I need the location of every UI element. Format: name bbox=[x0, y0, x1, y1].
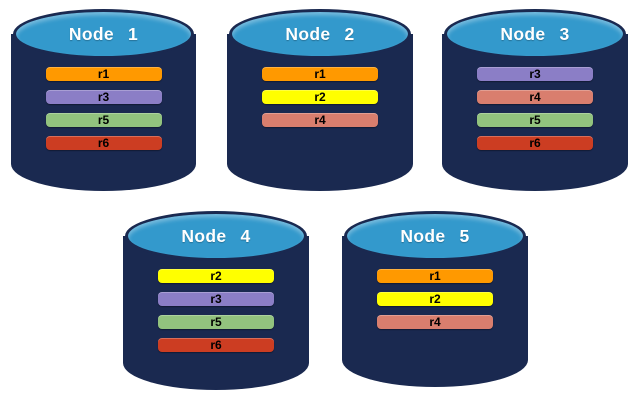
replica-label: r2 bbox=[210, 269, 222, 283]
replica-bar-r1: r1 bbox=[45, 67, 162, 81]
cylinder-body bbox=[227, 34, 413, 191]
database-node-1: Node 1 r1 r3 r5 r6 bbox=[11, 9, 196, 191]
replica-bar-r1: r1 bbox=[377, 269, 493, 283]
cylinder-body bbox=[11, 34, 196, 191]
replica-bar-r6: r6 bbox=[45, 136, 162, 150]
replica-list: r1 r2 r4 bbox=[227, 67, 413, 127]
cylinder-top: Node 2 bbox=[229, 9, 411, 59]
replica-bar-r5: r5 bbox=[158, 315, 274, 329]
replica-label: r6 bbox=[210, 338, 222, 352]
replica-list: r1 r3 r5 r6 bbox=[11, 67, 196, 150]
replica-bar-r4: r4 bbox=[477, 90, 593, 104]
cylinder-top: Node 3 bbox=[444, 9, 626, 59]
replica-bar-r1: r1 bbox=[262, 67, 378, 81]
replica-bar-r6: r6 bbox=[158, 338, 274, 352]
cylinder-body bbox=[442, 34, 628, 191]
replica-list: r1 r2 r4 bbox=[342, 269, 528, 329]
database-node-2: Node 2 r1 r2 r4 bbox=[227, 9, 413, 191]
replica-label: r4 bbox=[429, 315, 441, 329]
replica-list: r2 r3 r5 r6 bbox=[123, 269, 309, 352]
cylinder-top: Node 1 bbox=[13, 9, 194, 59]
replica-label: r1 bbox=[314, 67, 326, 81]
replica-label: r4 bbox=[529, 90, 541, 104]
replica-bar-r6: r6 bbox=[477, 136, 593, 150]
replica-bar-r3: r3 bbox=[158, 292, 274, 306]
cylinder-top: Node 5 bbox=[344, 211, 526, 261]
replica-bar-r5: r5 bbox=[477, 113, 593, 127]
replica-bar-r5: r5 bbox=[45, 113, 162, 127]
database-node-5: Node 5 r1 r2 r4 bbox=[342, 211, 528, 387]
replica-label: r1 bbox=[429, 269, 441, 283]
replica-label: r2 bbox=[314, 90, 326, 104]
replica-label: r5 bbox=[97, 113, 110, 127]
replica-bar-r2: r2 bbox=[377, 292, 493, 306]
replica-label: r3 bbox=[97, 90, 110, 104]
replica-label: r1 bbox=[97, 67, 110, 81]
replica-label: r2 bbox=[429, 292, 441, 306]
replica-label: r3 bbox=[210, 292, 222, 306]
replica-bar-r3: r3 bbox=[477, 67, 593, 81]
node-title: Node 1 bbox=[68, 23, 139, 44]
cylinder-body bbox=[342, 236, 528, 387]
node-title: Node 2 bbox=[285, 23, 355, 44]
replica-bar-r2: r2 bbox=[158, 269, 274, 283]
replica-label: r3 bbox=[529, 67, 541, 81]
node-title: Node 4 bbox=[181, 225, 251, 246]
replica-label: r6 bbox=[97, 136, 110, 150]
database-node-3: Node 3 r3 r4 r5 r6 bbox=[442, 9, 628, 191]
replica-bar-r2: r2 bbox=[262, 90, 378, 104]
database-node-4: Node 4 r2 r3 r5 r6 bbox=[123, 211, 309, 390]
replica-label: r6 bbox=[529, 136, 541, 150]
cylinder-body bbox=[123, 236, 309, 390]
cylinder-top: Node 4 bbox=[125, 211, 307, 261]
node-title: Node 5 bbox=[400, 225, 470, 246]
replica-list: r3 r4 r5 r6 bbox=[442, 67, 628, 150]
replica-bar-r4: r4 bbox=[262, 113, 378, 127]
replica-label: r5 bbox=[210, 315, 222, 329]
replica-label: r4 bbox=[314, 113, 326, 127]
replica-bar-r3: r3 bbox=[45, 90, 162, 104]
node-title: Node 3 bbox=[500, 23, 570, 44]
replica-bar-r4: r4 bbox=[377, 315, 493, 329]
replica-label: r5 bbox=[529, 113, 541, 127]
